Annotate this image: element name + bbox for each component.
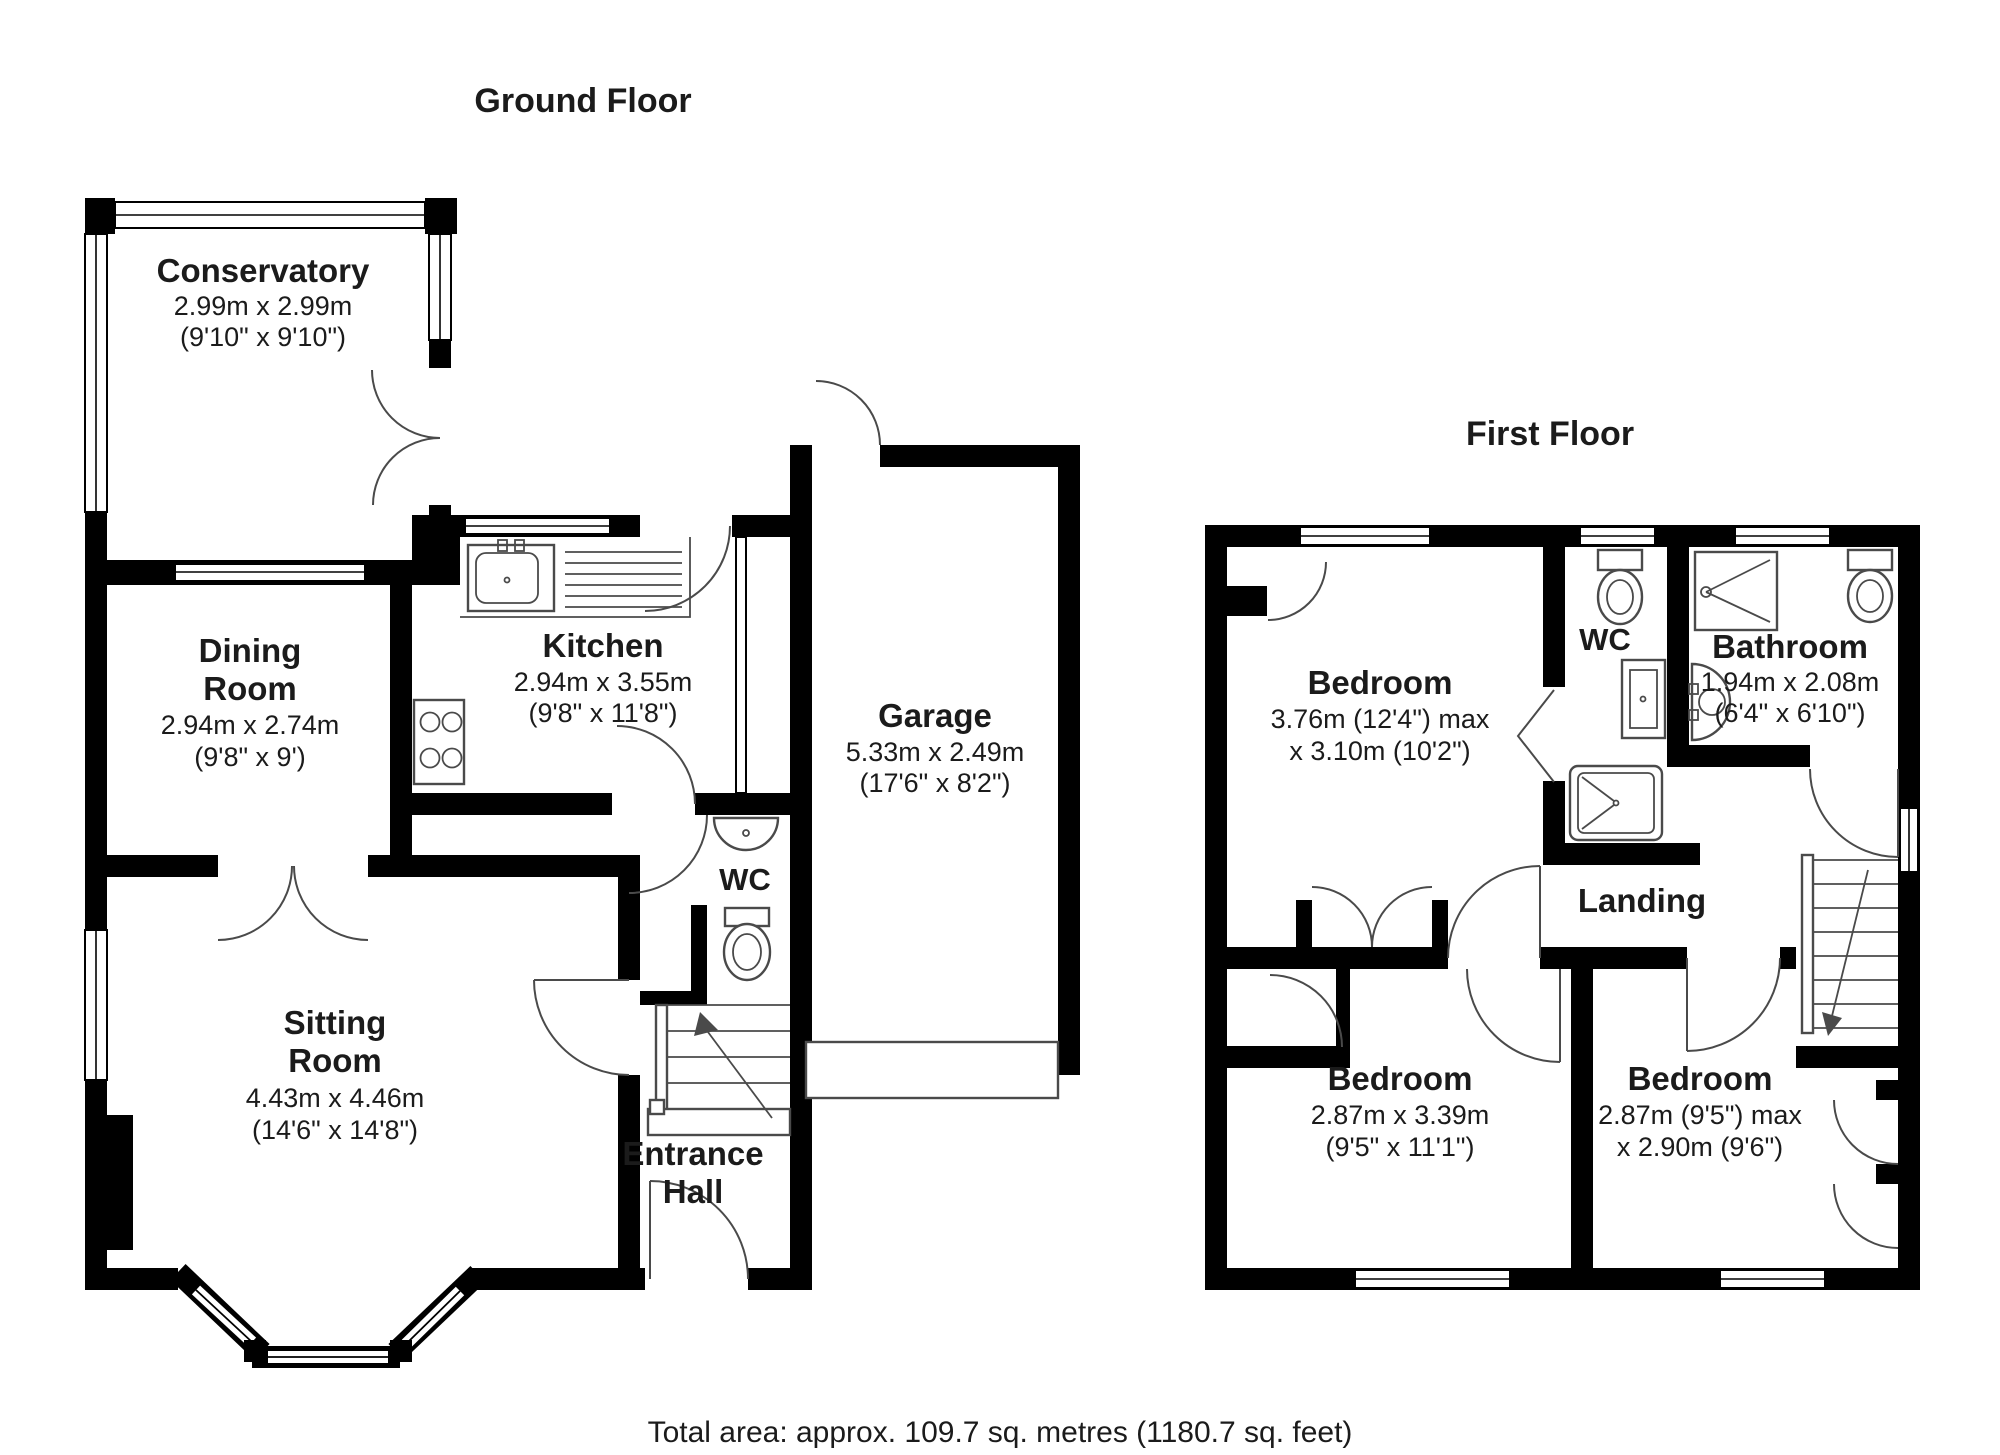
bedroom1-label: Bedroom 3.76m (12'4") max x 3.10m (10'2"… (1271, 664, 1490, 766)
bathroom-door-arc (1809, 768, 1899, 858)
total-area-note: Total area: approx. 109.7 sq. metres (11… (648, 1416, 1353, 1449)
conservatory-door-arc (372, 437, 441, 506)
kitchen-door-arc (616, 725, 696, 805)
first-floor-door-arcs (1267, 561, 1899, 1249)
back-door-arc (644, 525, 731, 612)
wc-door-arc (628, 814, 708, 894)
room-dim-imperial: (14'6" x 14'8") (252, 1115, 418, 1145)
room-name: Hall (663, 1173, 724, 1210)
room-dim-metric: 2.94m x 2.74m (161, 710, 340, 740)
conservatory-label: Conservatory 2.99m x 2.99m (9'10" x 9'10… (157, 252, 370, 352)
garage-walls (790, 380, 1080, 1290)
ground-floor-door-arcs (217, 525, 749, 1280)
bathroom-toilet-icon (1846, 548, 1894, 624)
bedroom3-door-arc (1686, 957, 1781, 1052)
room-name: Garage (878, 697, 992, 734)
room-dim-metric: 2.87m x 3.39m (1311, 1100, 1490, 1130)
wc-door-leaf (1516, 689, 1555, 783)
front-door-arc (649, 1180, 749, 1280)
room-dim-imperial: (17'6" x 8'2") (859, 768, 1010, 798)
ground-floor-walls (84, 515, 812, 1290)
hob-icon (412, 698, 466, 786)
ground-floor-plan: Ground Floor Conservatory 2.99m x 2.99m … (84, 82, 1080, 1368)
first-floor-plan: First Floor Bedroom 3.76m (12'4") max x … (1205, 415, 1920, 1290)
closet-door-arc (1833, 1183, 1899, 1249)
chimney-breast (1227, 586, 1267, 616)
landing-stairs-icon (1800, 853, 1898, 1036)
dining-double-door-arc (293, 865, 369, 941)
dining-double-door-arc (217, 865, 293, 941)
bathroom-label: Bathroom 1.94m x 2.08m (6'4" x 6'10") (1701, 628, 1880, 728)
wc-basin-icon (1620, 658, 1667, 740)
wc-toilet-icon (722, 906, 772, 982)
kitchen-label: Kitchen 2.94m x 3.55m (9'8" x 11'8") (514, 627, 693, 728)
room-name: Conservatory (157, 252, 370, 289)
room-name: Bedroom (1328, 1060, 1473, 1097)
closet-door-arc (1267, 561, 1327, 621)
room-dim-imperial: x 3.10m (10'2") (1289, 736, 1470, 766)
kitchen-counter (460, 537, 691, 618)
room-dim-metric: 5.33m x 2.49m (846, 737, 1025, 767)
ground-floor-title: Ground Floor (474, 82, 691, 120)
room-name: Bedroom (1628, 1060, 1773, 1097)
bedroom2-door-arc (1466, 968, 1561, 1063)
room-dim-metric: 1.94m x 2.08m (1701, 667, 1880, 697)
garage-label: Garage 5.33m x 2.49m (17'6" x 8'2") (846, 697, 1025, 798)
first-wc-fixtures (1568, 548, 1667, 842)
room-name: Bathroom (1712, 628, 1868, 665)
room-dim-metric: 2.94m x 3.55m (514, 667, 693, 697)
kitchen-sink-icon (466, 539, 682, 613)
garage-side-door-arc (815, 380, 881, 446)
shower-tray-icon (1568, 764, 1664, 842)
landing-label: Landing (1578, 882, 1706, 919)
chimney-breast (107, 1115, 133, 1250)
first-floor-title: First Floor (1466, 415, 1634, 453)
dining-room-label: Dining Room 2.94m x 2.74m (9'8" x 9') (161, 632, 340, 772)
room-dim-imperial: (9'8" x 9') (194, 742, 305, 772)
garage-door (804, 1040, 1060, 1100)
shower-icon (1693, 550, 1779, 632)
room-dim-metric: 2.87m (9'5") max (1598, 1100, 1802, 1130)
closet-door-arc (1311, 886, 1373, 948)
ground-floor-labels: Ground Floor Conservatory 2.99m x 2.99m … (157, 82, 1025, 1210)
bedroom1-door-arc (1447, 865, 1541, 959)
room-dim-imperial: (9'8" x 11'8") (528, 698, 677, 728)
room-name: Dining (199, 632, 302, 669)
bathroom-fixtures (1688, 548, 1894, 742)
room-name: Room (288, 1042, 382, 1079)
ground-wc-fixtures (712, 816, 780, 982)
room-dim-imperial: (9'10" x 9'10") (180, 322, 346, 352)
room-name: Bedroom (1308, 664, 1453, 701)
kitchen-fixtures (412, 537, 691, 786)
entrance-hall-label: Entrance Hall (622, 1135, 763, 1210)
sitting-room-label: Sitting Room 4.43m x 4.46m (14'6" x 14'8… (246, 1004, 425, 1145)
room-name: Room (203, 670, 297, 707)
room-dim-imperial: (9'5" x 11'1") (1325, 1132, 1474, 1162)
room-dim-imperial: x 2.90m (9'6") (1617, 1132, 1783, 1162)
room-dim-metric: 2.99m x 2.99m (174, 291, 353, 321)
conservatory-door-arc (371, 369, 441, 439)
room-dim-metric: 4.43m x 4.46m (246, 1083, 425, 1113)
wc-basin-icon (712, 816, 780, 852)
wc-toilet-icon (1596, 548, 1644, 626)
room-dim-metric: 3.76m (12'4") max (1271, 704, 1490, 734)
sitting-room-door-arc (533, 979, 630, 1076)
bathroom-basin-icon (1688, 662, 1732, 742)
ground-wc-label: WC (719, 862, 771, 897)
bay-window (170, 1264, 486, 1368)
room-name: Sitting (284, 1004, 387, 1041)
room-dim-imperial: (6'4" x 6'10") (1714, 698, 1865, 728)
bedroom2-label: Bedroom 2.87m x 3.39m (9'5" x 11'1") (1311, 1060, 1490, 1162)
room-name: Entrance (622, 1135, 763, 1172)
first-floor-labels: First Floor Bedroom 3.76m (12'4") max x … (1271, 415, 1880, 1162)
first-wc-label: WC (1579, 622, 1631, 657)
closet-door-arc (1371, 886, 1433, 948)
first-floor-walls (1205, 525, 1920, 1290)
closet-door-arc (1833, 1099, 1899, 1165)
stairs-icon (646, 1003, 792, 1137)
bedroom3-label: Bedroom 2.87m (9'5") max x 2.90m (9'6") (1598, 1060, 1802, 1162)
cupboard-door-arc (1269, 974, 1343, 1048)
room-name: Kitchen (542, 627, 663, 664)
